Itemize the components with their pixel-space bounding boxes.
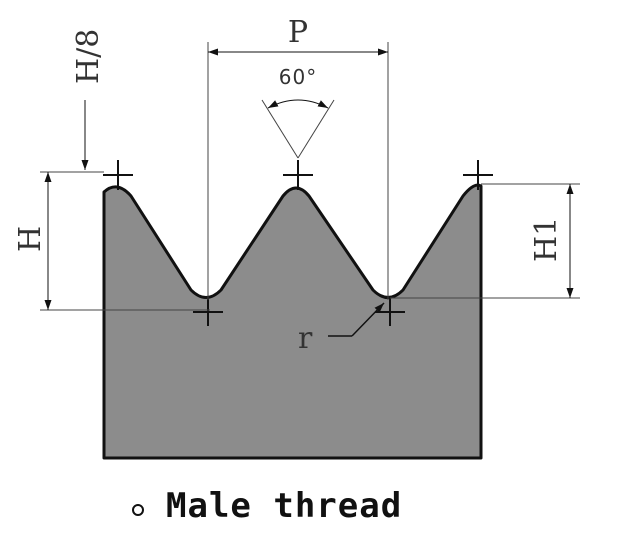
- caption: Male thread: [132, 484, 402, 528]
- crest-mark-right: [463, 160, 493, 190]
- pitch-dimension: [207, 42, 389, 300]
- thread-height-label: H: [13, 226, 48, 252]
- crest-mark-left: [103, 160, 133, 190]
- thread-depth-dimension: [390, 183, 580, 299]
- root-radius-label: r: [298, 321, 313, 356]
- root-mark-left: [193, 298, 223, 326]
- angle-dimension: [261, 99, 335, 159]
- crest-truncation-label: H/8: [71, 29, 106, 84]
- crest-mark-center: [283, 160, 313, 190]
- bullet-icon: [132, 504, 144, 516]
- root-radius-leader: [328, 302, 385, 337]
- thread-height-dimension: [40, 171, 210, 311]
- caption-text: Male thread: [166, 486, 403, 526]
- thread-profile: [102, 183, 483, 460]
- thread-depth-label: H1: [529, 217, 564, 262]
- pitch-label: P: [288, 15, 308, 50]
- angle-label: 60°: [279, 65, 317, 89]
